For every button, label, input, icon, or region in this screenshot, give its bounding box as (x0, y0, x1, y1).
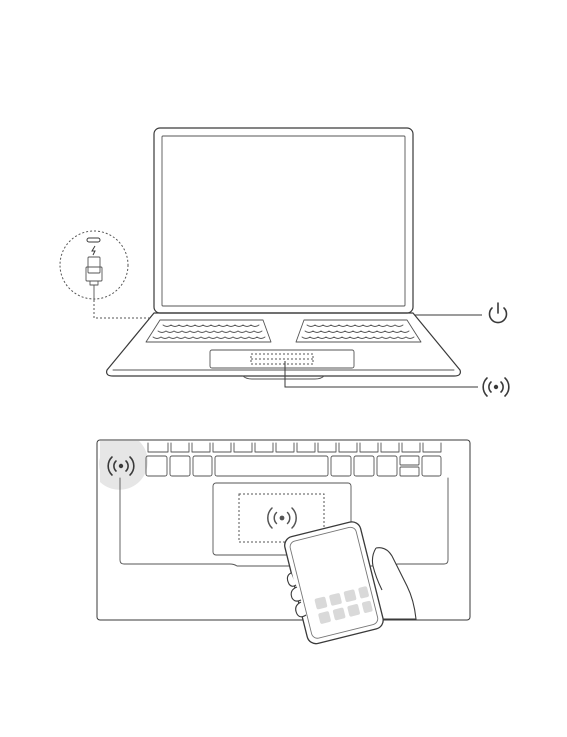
laptop-illustration (107, 128, 461, 379)
nfc-badge (99, 441, 148, 490)
laptop-base (107, 313, 461, 376)
nfc-leader-line (285, 361, 478, 387)
keyboard-closeup (120, 443, 448, 566)
phone-in-hand (283, 520, 416, 646)
phone-body (283, 520, 385, 646)
usb-c-port-icon (87, 238, 100, 242)
usb-c-leader-line (94, 300, 150, 318)
power-callout (415, 303, 507, 323)
power-icon (489, 303, 506, 323)
bottom-panel (97, 440, 470, 646)
lightning-icon (92, 246, 95, 255)
keyboard-left (146, 320, 271, 342)
nfc-icon (483, 378, 509, 396)
usb-c-callout (60, 231, 150, 318)
laptop-touchpad (210, 350, 354, 368)
touchpad-nfc-icon (268, 508, 296, 528)
laptop-screen (162, 136, 405, 306)
laptop-lid (154, 128, 413, 313)
keyboard-right (296, 320, 421, 342)
usb-c-plug-icon (88, 257, 100, 273)
